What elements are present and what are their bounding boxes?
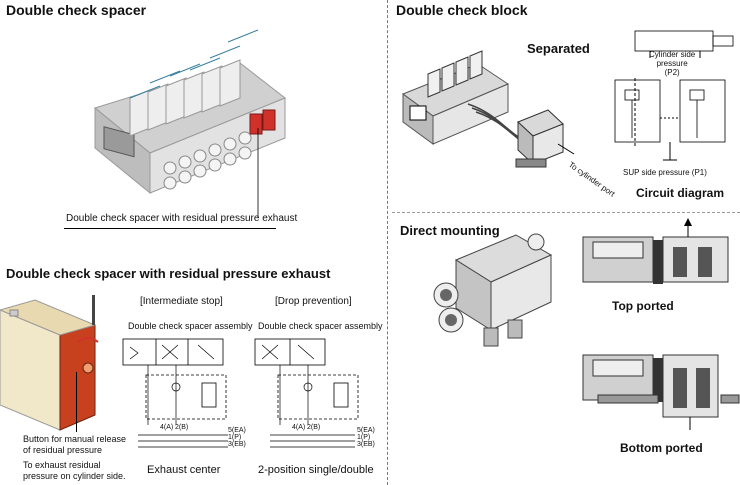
intermediate-schematic bbox=[122, 338, 228, 448]
top-ported-label: Top ported bbox=[612, 299, 674, 313]
intermediate-heading: [Intermediate stop] bbox=[140, 296, 223, 307]
drop-port-b: 2(B) bbox=[307, 424, 321, 431]
section-divider bbox=[387, 0, 388, 485]
intermediate-caption: Exhaust center bbox=[147, 464, 221, 476]
intermediate-assembly-label: Double check spacer assembly bbox=[128, 321, 253, 331]
double-check-spacer-title: Double check spacer bbox=[6, 2, 147, 18]
intermediate-line-labels: 5(EA)1(P)3(EB) bbox=[228, 427, 246, 448]
drop-heading: [Drop prevention] bbox=[275, 296, 352, 307]
bottom-ported-label: Bottom ported bbox=[620, 441, 703, 455]
drop-caption: 2-position single/double bbox=[258, 464, 374, 476]
direct-mounting-label: Direct mounting bbox=[400, 223, 500, 238]
separated-label: Separated bbox=[527, 41, 590, 56]
leader-line bbox=[76, 372, 77, 432]
drop-schematic bbox=[254, 338, 359, 448]
drop-port-a: 4(A) bbox=[292, 424, 306, 431]
intermediate-port-a: 4(A) bbox=[160, 424, 174, 431]
double-check-block-title: Double check block bbox=[396, 2, 528, 18]
section-title: Double check spacer with residual pressu… bbox=[6, 266, 331, 281]
direct-mounting-illustration bbox=[433, 233, 553, 347]
separated-illustration bbox=[401, 50, 575, 168]
right-divider bbox=[392, 212, 740, 213]
circuit-diagram bbox=[614, 30, 734, 161]
drop-assembly-label: Double check spacer assembly bbox=[258, 321, 383, 331]
circuit-diagram-caption: Circuit diagram bbox=[636, 186, 725, 200]
top-ported-illustration bbox=[582, 218, 729, 284]
intermediate-port-b: 2(B) bbox=[175, 424, 189, 431]
bottom-ported-illustration bbox=[582, 354, 740, 430]
photo-caption: Double check spacer with residual pressu… bbox=[66, 213, 298, 224]
spacer-closeup bbox=[0, 295, 99, 431]
manifold-photo bbox=[93, 29, 286, 218]
caption-underline bbox=[64, 228, 276, 229]
sup-side-label: SUP side pressure (P1) bbox=[623, 168, 707, 177]
drop-line-labels: 5(EA)1(P)3(EB) bbox=[357, 427, 375, 448]
